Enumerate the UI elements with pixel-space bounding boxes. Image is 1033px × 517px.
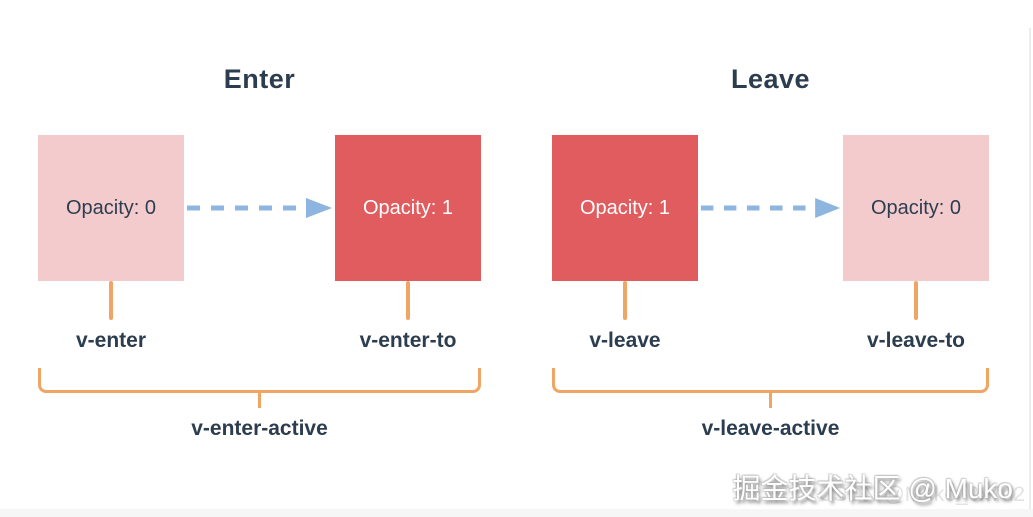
panel-title-enter: Enter (223, 64, 296, 94)
active-range-bracket (552, 368, 989, 393)
opacity-value-label: Opacity: 1 (579, 196, 671, 219)
right-edge-line (1029, 28, 1031, 509)
state-box-leave-from: Opacity: 1 (552, 135, 698, 281)
active-range-bracket (38, 368, 481, 393)
opacity-value-label: Opacity: 0 (870, 196, 962, 219)
juejin-watermark: 掘金技术社区 @ Muko (732, 473, 1013, 504)
bracket-center-tick (769, 391, 772, 408)
state-box-enter-from: Opacity: 0 (38, 135, 184, 281)
class-name-label-v-leave: v-leave (589, 329, 661, 352)
active-class-label-v-leave-active: v-leave-active (701, 417, 840, 440)
state-box-enter-to: Opacity: 1 (335, 135, 481, 281)
class-name-label-v-leave-to: v-leave-to (866, 329, 966, 352)
bottom-edge-band (0, 509, 1033, 517)
csdn-watermark: CSDN @Muko_0x7d2 (818, 483, 1025, 506)
connector-line (914, 281, 918, 320)
opacity-value-label: Opacity: 0 (65, 196, 157, 219)
class-name-label-v-enter-to: v-enter-to (359, 329, 457, 352)
dashed-arrow-icon (184, 194, 335, 222)
active-class-label-v-enter-active: v-enter-active (191, 417, 328, 440)
bracket-center-tick (258, 391, 261, 408)
connector-line (406, 281, 410, 320)
state-box-leave-to: Opacity: 0 (843, 135, 989, 281)
leave-panel: Leave Opacity: 1 Opacity: 0 v-leave v-le… (552, 0, 989, 460)
class-name-label-v-enter: v-enter (75, 329, 147, 352)
dashed-arrow-icon (698, 194, 843, 222)
connector-line (109, 281, 113, 320)
connector-line (623, 281, 627, 320)
enter-panel: Enter Opacity: 0 Opacity: 1 v-enter v-en… (38, 0, 481, 460)
panel-title-leave: Leave (730, 64, 811, 94)
opacity-value-label: Opacity: 1 (362, 196, 454, 219)
